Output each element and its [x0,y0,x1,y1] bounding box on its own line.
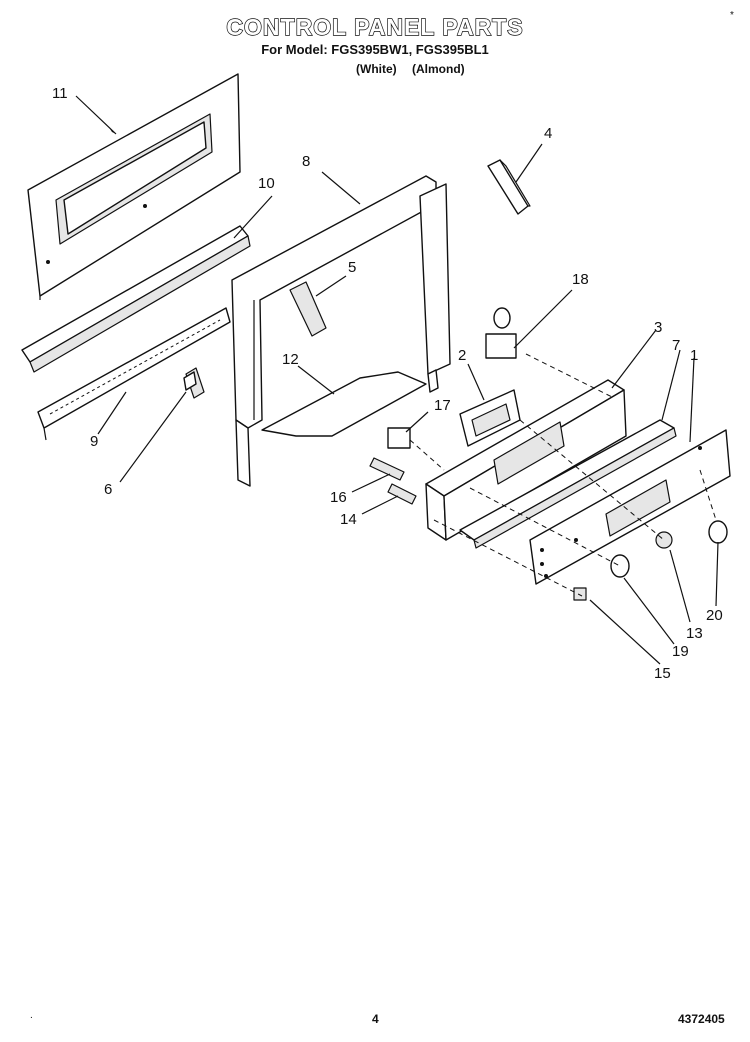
callout-1: 1 [690,347,698,364]
callout-7: 7 [672,337,680,354]
callout-5: 5 [348,259,356,276]
part-17-switch-block [387,427,411,449]
part-15-button [573,587,587,601]
part-10-trim-strip [21,225,251,373]
callout-13: 13 [686,625,703,642]
callout-3: 3 [654,319,662,336]
callout-2: 2 [458,347,466,364]
part-12-plate [261,371,427,437]
document-number: 4372405 [678,1012,725,1026]
color-label-white: (White) [356,62,397,76]
callout-6: 6 [104,481,112,498]
callout-15: 15 [654,665,671,682]
callout-9: 9 [90,433,98,450]
corner-mark: * [730,10,734,21]
callout-17: 17 [434,397,451,414]
part-20-knob [708,520,728,544]
callout-16: 16 [330,489,347,506]
part-19-knob [610,554,630,578]
leader-lines [75,95,719,665]
callout-14: 14 [340,511,357,528]
part-14-pin [387,483,417,505]
callout-19: 19 [672,643,689,660]
part-5-bracket [289,281,327,337]
callout-18: 18 [572,271,589,288]
part-8-frame [231,175,451,487]
model-line: For Model: FGS395BW1, FGS395BL1 [261,42,489,57]
part-11-rear-panel [27,73,241,300]
assembly-lines [409,353,717,597]
part-9-vented-rail [37,307,231,441]
color-label-almond: (Almond) [412,62,465,76]
callout-10: 10 [258,175,275,192]
footer-mark: . [30,1010,33,1021]
part-4-end-cap [487,159,531,215]
callout-12: 12 [282,351,299,368]
callout-8: 8 [302,153,310,170]
part-18-switch [485,307,517,359]
part-6-clip [183,367,205,399]
part-1-overlay [529,429,731,585]
part-16-pin [369,457,405,481]
callout-20: 20 [706,607,723,624]
part-13-knob [655,531,673,549]
page-number: 4 [372,1012,379,1026]
callout-11: 11 [52,85,68,102]
callout-4: 4 [544,125,552,142]
part-3-control-panel [425,379,627,541]
part-7-trim [459,419,677,549]
page-title: CONTROL PANEL PARTS [226,13,524,40]
